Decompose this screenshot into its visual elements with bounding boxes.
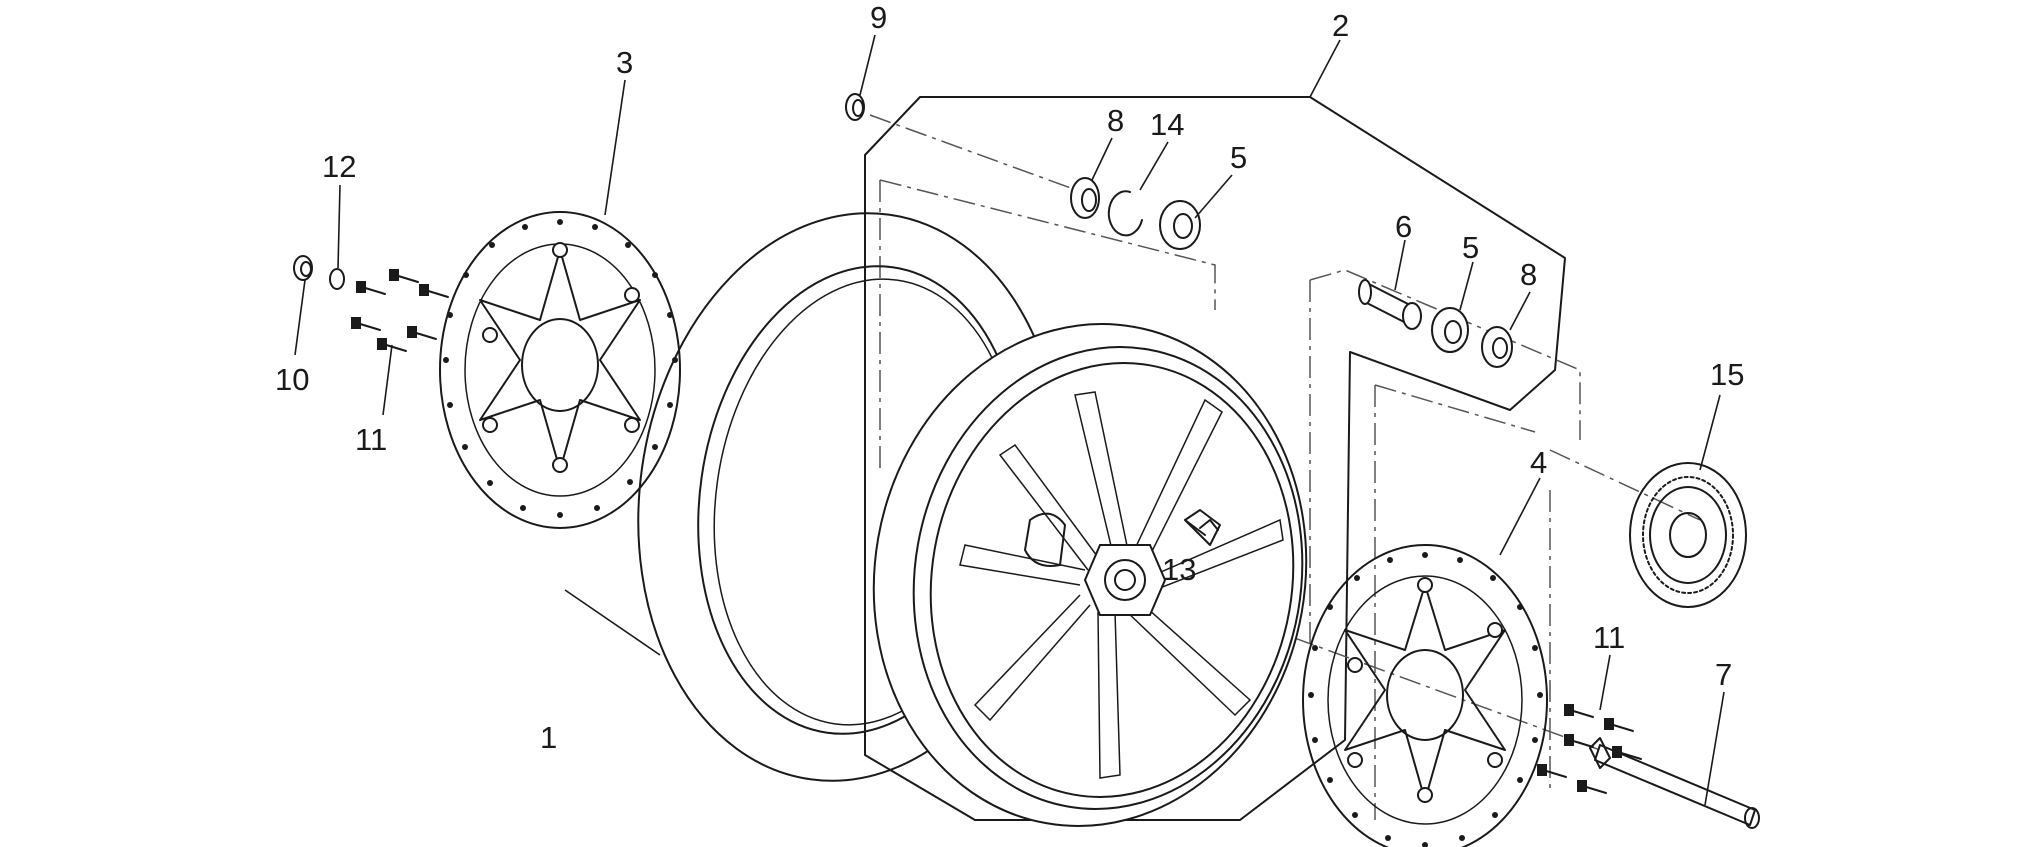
assembly-panel-outline [864, 96, 1566, 821]
callout-10: 10 [275, 362, 309, 397]
callout-9: 9 [870, 0, 887, 35]
screws [351, 269, 1642, 794]
callout-2: 2 [1332, 8, 1349, 43]
callout-4: 4 [1530, 445, 1547, 480]
callout-5-left: 5 [1230, 140, 1247, 175]
wheel-axle [1589, 737, 1760, 829]
callout-13: 13 [1162, 552, 1196, 587]
tyre-valve [1184, 519, 1219, 536]
callout-labels: 1 2 3 4 5 5 6 7 8 8 9 10 11 11 12 13 14 … [275, 0, 1744, 755]
bearings-and-seals [293, 93, 1513, 368]
callout-15: 15 [1710, 357, 1744, 392]
callout-8-right: 8 [1520, 257, 1537, 292]
callout-8-left: 8 [1107, 103, 1124, 138]
callout-3: 3 [616, 45, 633, 80]
callout-leader-lines [294, 34, 1725, 806]
callout-11-right: 11 [1593, 620, 1625, 655]
wheel-rim [872, 323, 1308, 827]
callout-5-right: 5 [1462, 230, 1479, 265]
callout-11-left: 11 [355, 422, 387, 457]
callout-6: 6 [1395, 209, 1412, 244]
callout-7: 7 [1715, 657, 1732, 692]
callout-1: 1 [540, 720, 557, 755]
spacer [1358, 279, 1422, 330]
left-brake-disc [439, 211, 681, 529]
abs-tone-wheel [1629, 462, 1747, 608]
callout-12: 12 [322, 149, 356, 184]
callout-14: 14 [1150, 107, 1184, 142]
right-brake-disc [1302, 544, 1548, 847]
